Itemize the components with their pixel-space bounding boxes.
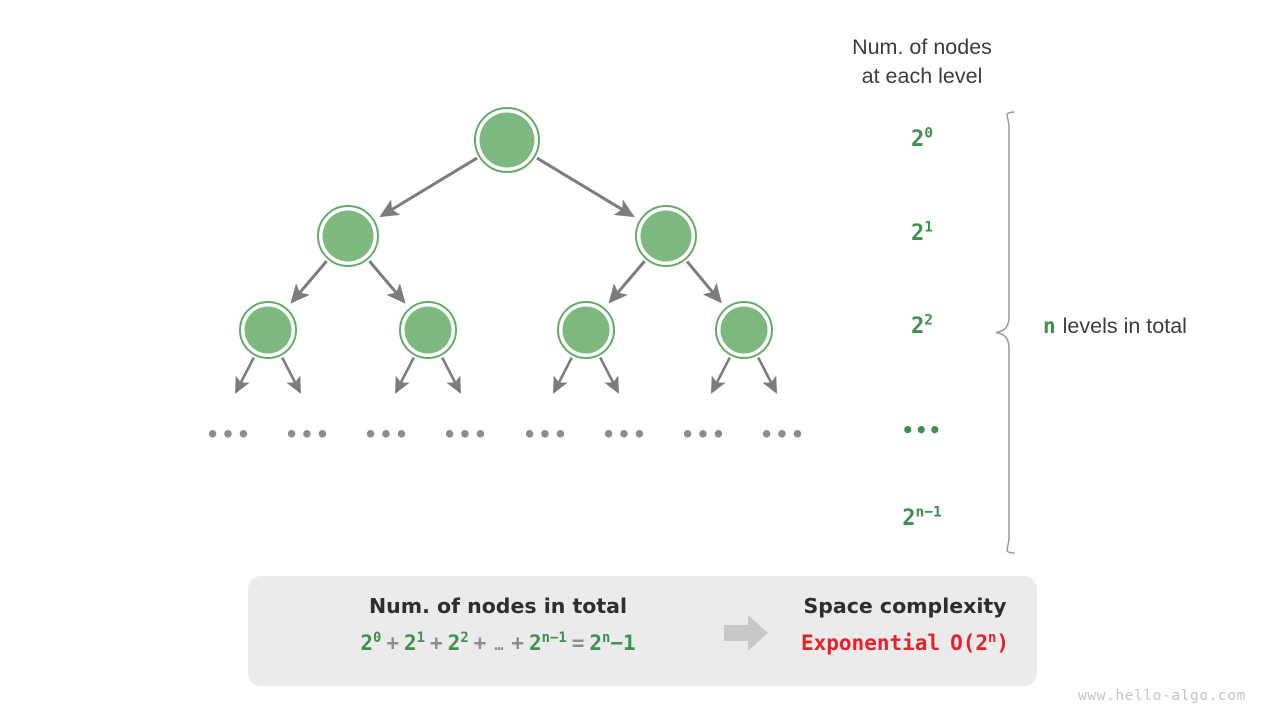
level-node-count: 22 [911, 312, 933, 339]
formula-operator: + [386, 630, 399, 655]
formula-term: 2n−1 [589, 629, 636, 655]
formula-operator: + [511, 630, 525, 655]
tree-leaf-stub [441, 356, 462, 394]
tree-edge [368, 260, 406, 304]
formula-term: 21 [403, 629, 425, 655]
formula-term: 2n−1 [529, 629, 567, 655]
total-nodes-title: Num. of nodes in total [368, 594, 628, 618]
formula-operator: = [571, 630, 585, 655]
complexity-notation: O(2n) [950, 629, 1010, 655]
levels-text: levels in total [1062, 314, 1187, 338]
watermark: www.hello-algo.com [1078, 688, 1246, 704]
tree-node-ring [715, 301, 773, 359]
complexity-word: Exponential [800, 630, 941, 655]
tree-leaf-stub [599, 356, 620, 394]
total-nodes-formula: 20+21+22+…+2n−1=2n−1 [248, 629, 748, 655]
summary-box: Num. of nodes in total 20+21+22+…+2n−1=2… [248, 576, 1037, 686]
tree-edge [379, 156, 478, 218]
tree-leaf-stubs [234, 356, 778, 394]
tree-node [322, 210, 374, 262]
tree-node [404, 306, 452, 354]
formula-operator: + [430, 630, 443, 655]
tree-node-ring [474, 107, 540, 173]
formula-term: 22 [447, 629, 469, 655]
tree-leaf-stub [394, 356, 415, 394]
ellipsis-marker: ••• [442, 422, 490, 447]
tree-nodes [239, 107, 773, 359]
tree-node [562, 306, 610, 354]
formula-operator: … [494, 635, 504, 654]
tree-node-ring [317, 205, 379, 267]
right-arrow-icon [724, 615, 768, 651]
ellipsis-marker: ••• [284, 422, 332, 447]
tree-node [640, 210, 692, 262]
levels-symbol: n [1043, 314, 1056, 338]
formula-operator: + [473, 630, 487, 655]
tree-node-ring [399, 301, 457, 359]
tree-node-ring [557, 301, 615, 359]
space-complexity-title: Space complexity [803, 594, 1007, 618]
tree-edge [290, 260, 328, 304]
levels-header: Num. of nodes at each level [767, 33, 1077, 91]
tree-edges [290, 156, 722, 304]
formula-term: 20 [360, 629, 382, 655]
tree-node-ring [635, 205, 697, 267]
tree-leaf-stub [281, 356, 302, 394]
levels-header-line-2: at each level [861, 64, 983, 88]
tree-edge [685, 260, 722, 304]
level-node-count: 2n−1 [902, 504, 942, 531]
tree-edge [608, 260, 646, 304]
tree-leaf-stub [757, 356, 778, 394]
ellipsis-marker: ••• [363, 422, 411, 447]
tree-edge [536, 156, 635, 218]
curly-brace-icon [995, 111, 1015, 554]
summary-right-column: Space complexity Exponential O(2n) [773, 596, 1037, 654]
tree-node-ring [239, 301, 297, 359]
ellipsis-marker: ••• [601, 422, 649, 447]
tree-leaf-stub [552, 356, 573, 394]
tree-leaf-stub [710, 356, 731, 394]
ellipsis-marker: ••• [205, 422, 253, 447]
tree-node [720, 306, 768, 354]
level-node-count: 20 [911, 125, 933, 152]
ellipsis-marker: ••• [680, 422, 728, 447]
summary-left-column: Num. of nodes in total 20+21+22+…+2n−1=2… [248, 596, 748, 654]
level-node-count: 21 [911, 219, 933, 246]
levels-header-line-1: Num. of nodes [852, 35, 992, 59]
space-complexity-value: Exponential O(2n) [773, 629, 1037, 655]
tree-node [244, 306, 292, 354]
ellipsis-marker: ••• [522, 422, 570, 447]
tree-node [479, 112, 535, 168]
tree-leaf-stub [234, 356, 255, 394]
level-node-count: ••• [901, 418, 943, 442]
ellipsis-marker: ••• [759, 422, 807, 447]
